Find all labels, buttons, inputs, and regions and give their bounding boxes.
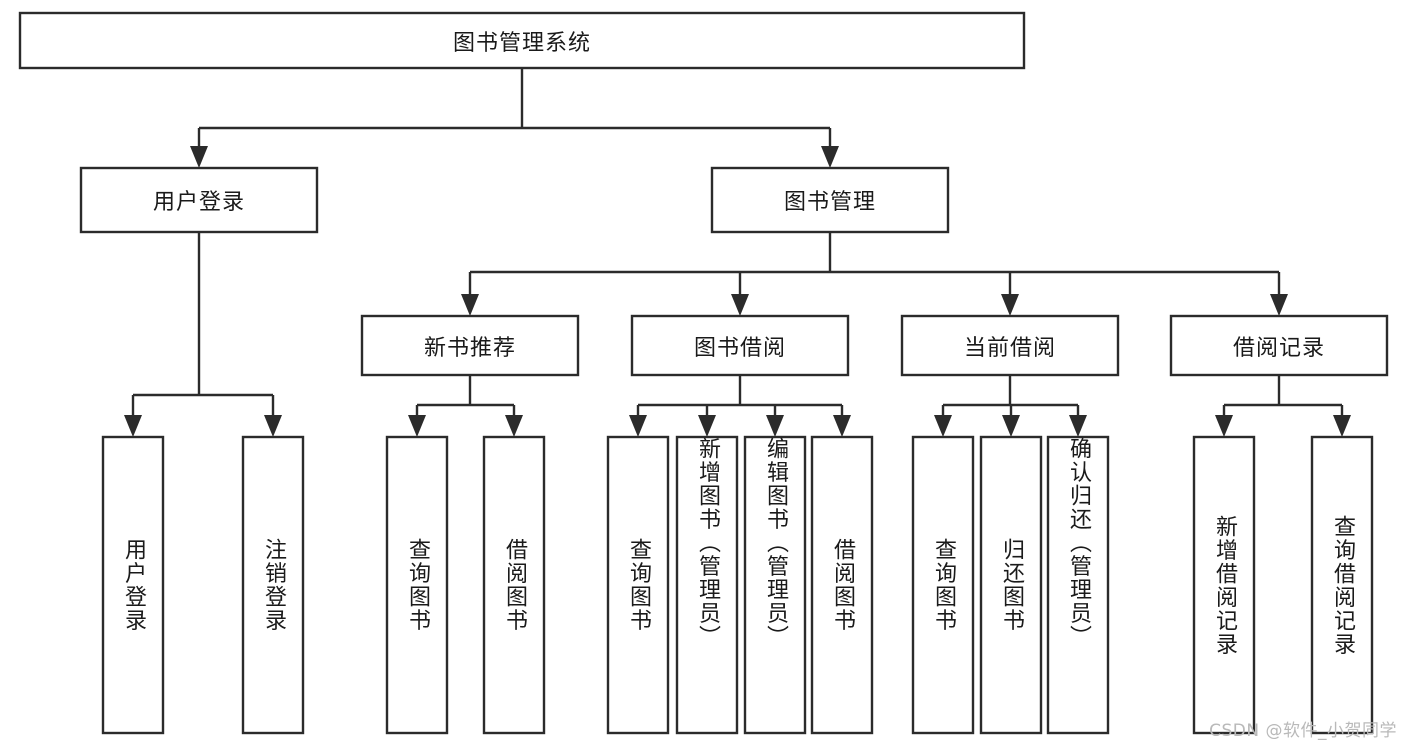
arrow-head-nbr-borrow-book: [505, 415, 523, 437]
node-borrowing-record[interactable]: [1169, 314, 1389, 377]
arrow-head-bb-borrow-book: [833, 415, 851, 437]
arrow-head-to-user-login: [190, 146, 208, 168]
arrow-head-to-leaf-user-login: [124, 415, 142, 437]
arrow-head-to-book-manage: [821, 146, 839, 168]
arrow-head-nbr-query-book: [408, 415, 426, 437]
node-leaf-bb-query-book[interactable]: [606, 435, 670, 735]
node-leaf-logout[interactable]: [241, 435, 305, 735]
arrow-head-to-book-borrow: [731, 294, 749, 316]
arrow-head-br-add-record: [1215, 415, 1233, 437]
node-leaf-cb-return-book[interactable]: [979, 435, 1043, 735]
node-leaf-br-add-record[interactable]: [1192, 435, 1256, 735]
node-leaf-cb-query-book[interactable]: [911, 435, 975, 735]
arrow-head-bb-edit-book: [766, 415, 784, 437]
node-leaf-user-login[interactable]: [101, 435, 165, 735]
arrow-head-cb-return-book: [1002, 415, 1020, 437]
node-book-borrowing[interactable]: [630, 314, 850, 377]
arrow-head-cb-query-book: [934, 415, 952, 437]
node-new-book-recommendation[interactable]: [360, 314, 580, 377]
node-user-login[interactable]: [79, 166, 319, 234]
arrow-head-bb-add-book: [698, 415, 716, 437]
arrow-head-to-borrow-record: [1270, 294, 1288, 316]
csdn-watermark: CSDN @软件_小贺同学: [1209, 721, 1397, 741]
arrow-head-to-current-borrow: [1001, 294, 1019, 316]
node-leaf-cb-confirm-return[interactable]: [1046, 435, 1110, 735]
arrow-head-to-leaf-logout: [264, 415, 282, 437]
node-root-book-management-system[interactable]: [18, 11, 1026, 70]
node-leaf-nbr-query-book[interactable]: [385, 435, 449, 735]
node-leaf-bb-borrow-book[interactable]: [810, 435, 874, 735]
node-book-management[interactable]: [710, 166, 950, 234]
arrow-head-to-new-book-rec: [461, 294, 479, 316]
node-current-borrowing[interactable]: [900, 314, 1120, 377]
node-leaf-br-query-record[interactable]: [1310, 435, 1374, 735]
node-leaf-bb-edit-book[interactable]: [743, 435, 807, 735]
arrow-head-bb-query-book: [629, 415, 647, 437]
node-leaf-nbr-borrow-book[interactable]: [482, 435, 546, 735]
arrow-head-br-query-record: [1333, 415, 1351, 437]
arrow-head-cb-confirm-return: [1069, 415, 1087, 437]
node-leaf-bb-add-book[interactable]: [675, 435, 739, 735]
